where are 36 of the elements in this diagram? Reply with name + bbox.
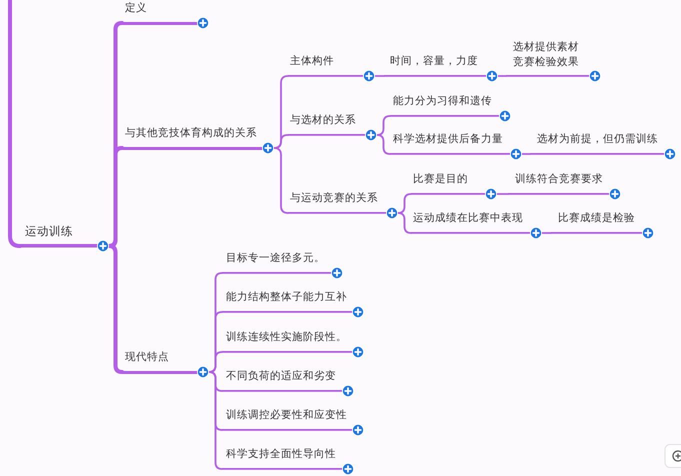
connector bbox=[374, 75, 385, 77]
topic-text: 能力结构整体子能力互补 bbox=[226, 291, 347, 304]
topic-text: 主体构件 bbox=[290, 55, 334, 68]
topic-text: 比赛成绩是检验 bbox=[558, 212, 635, 225]
connector bbox=[397, 212, 412, 234]
topic-text: 与运动竞赛的关系 bbox=[290, 192, 378, 205]
topic-text: 定义 bbox=[125, 2, 147, 15]
connector bbox=[521, 153, 531, 155]
connector bbox=[376, 134, 391, 155]
connector bbox=[273, 147, 289, 214]
topic-text: 科学支持全面性导向性 bbox=[226, 448, 336, 461]
connector bbox=[497, 75, 507, 77]
topic-text: 训练调控必要性和应变性 bbox=[226, 409, 347, 422]
topic-text: 运动成绩在比赛中表现 bbox=[413, 212, 523, 225]
topic-text: 与其他竞技体育构成的关系 bbox=[125, 127, 257, 140]
topic-text: 能力分为习得和遗传 bbox=[393, 95, 492, 108]
topic-text: 不同负荷的适应和劣变 bbox=[226, 370, 336, 383]
connector bbox=[376, 115, 391, 136]
connector bbox=[273, 134, 289, 149]
connector bbox=[496, 193, 509, 195]
topic-text: 目标专一途径多元。 bbox=[226, 252, 325, 265]
topic-text: 与选材的关系 bbox=[290, 114, 356, 127]
connector bbox=[397, 193, 412, 214]
connector bbox=[107, 244, 124, 374]
connector bbox=[208, 371, 223, 470]
topic-text: 科学选材提供后备力量 bbox=[393, 133, 503, 146]
topic-text: 比赛是目的 bbox=[413, 173, 468, 186]
connector bbox=[541, 232, 552, 234]
topic-text: 选材提供素材竞赛检验效果 bbox=[513, 40, 579, 70]
topic-text: 时间，容量，力度 bbox=[390, 55, 478, 68]
topic-text: 选材为前提，但仍需训练 bbox=[537, 133, 658, 146]
topic-text: 训练符合竞赛要求 bbox=[515, 173, 603, 186]
connector bbox=[208, 351, 223, 373]
topic-text: 训练连续性实施阶段性。 bbox=[226, 331, 347, 344]
topic-text: 现代特点 bbox=[125, 351, 169, 364]
topic-text: 运动训练 bbox=[25, 225, 73, 239]
